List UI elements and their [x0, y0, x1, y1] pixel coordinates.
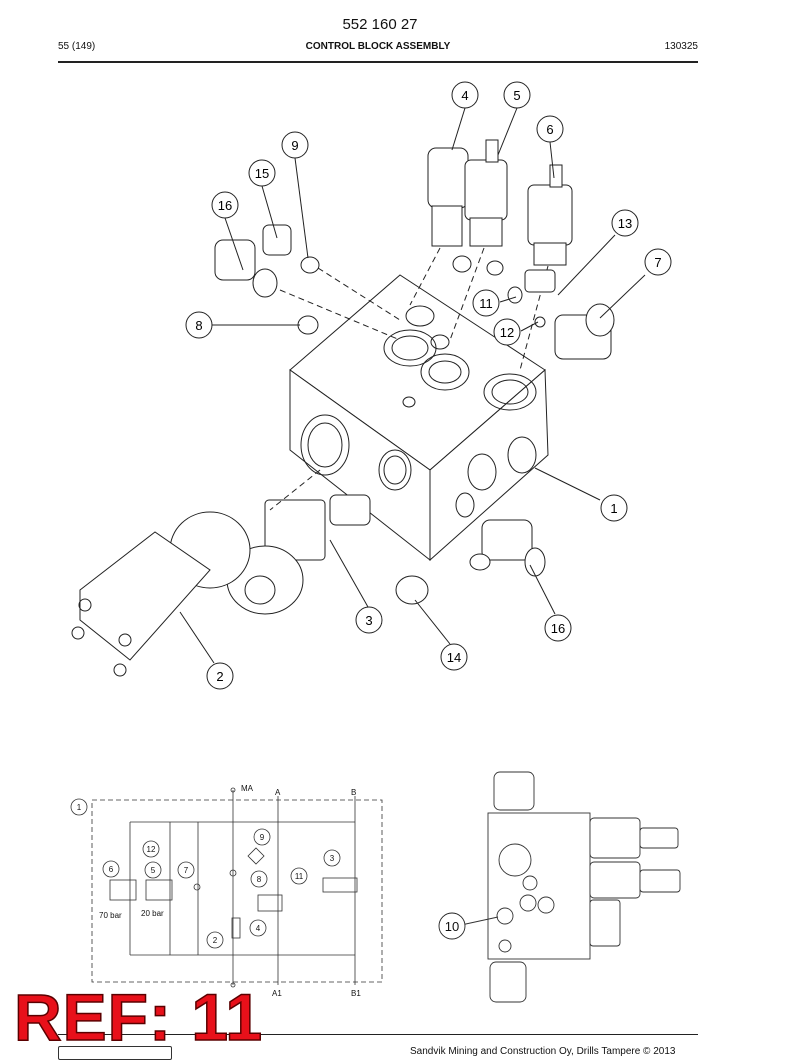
schem-label-7: 7 [184, 866, 189, 875]
schem-label-9: 9 [260, 833, 265, 842]
schem-callout-3 [323, 849, 341, 867]
schem-callout-8 [250, 870, 268, 888]
ref-stamp: REF: 11 [13, 980, 264, 1054]
svg-text:7: 7 [654, 255, 661, 270]
svg-text:15: 15 [255, 166, 269, 181]
callout-9: 9 [281, 131, 309, 159]
port-a: A [275, 788, 281, 797]
callout-5: 5 [503, 81, 531, 109]
schem-label-1: 1 [77, 803, 82, 812]
orifice-7 [193, 883, 201, 891]
date-code: 130325 [664, 41, 698, 52]
svg-text:13: 13 [618, 216, 632, 231]
svg-text:14: 14 [447, 650, 461, 665]
schem-label-2: 2 [213, 936, 218, 945]
schem-callout-7 [177, 861, 195, 879]
schem-callout-5 [144, 861, 162, 879]
left-fittings [214, 224, 401, 341]
callout-2: 2 [206, 662, 234, 690]
svg-text:9: 9 [291, 138, 298, 153]
page-title: CONTROL BLOCK ASSEMBLY [305, 41, 451, 52]
schem-label-3: 3 [330, 854, 335, 863]
schem-label-5: 5 [151, 866, 156, 875]
pressure-20bar: 20 bar [141, 909, 164, 918]
port-b: B [351, 788, 356, 797]
callout-8: 8 [185, 311, 213, 339]
svg-text:3: 3 [365, 613, 372, 628]
schem-label-4: 4 [256, 924, 261, 933]
port-m: M [201, 997, 208, 1006]
schem-label-6: 6 [109, 865, 114, 874]
footer-copyright: Sandvik Mining and Construction Oy, Dril… [410, 1046, 676, 1057]
callout-11: 11 [472, 289, 500, 317]
relief-5-symbol [145, 879, 173, 901]
schem-callout-12 [142, 840, 160, 858]
page-number: 55 (149) [58, 41, 96, 52]
callout-16-bottom: 16 [544, 614, 572, 642]
callout-15: 15 [248, 159, 276, 187]
schem-label-8: 8 [257, 875, 262, 884]
pressure-70bar: 70 bar [99, 911, 122, 920]
schem-callout-2 [206, 931, 224, 949]
svg-text:1: 1 [610, 501, 617, 516]
callout-16-top: 16 [211, 191, 239, 219]
solenoid-valve [71, 469, 371, 677]
svg-text:4: 4 [461, 88, 468, 103]
callout-10: 10 [438, 912, 466, 940]
callout-3: 3 [355, 606, 383, 634]
leader-lines [179, 107, 646, 664]
check-valve-4 [257, 894, 283, 912]
svg-text:12: 12 [500, 325, 514, 340]
callout-1: 1 [600, 494, 628, 522]
schem-label-11: 11 [295, 872, 304, 881]
right-fittings [452, 255, 615, 360]
schem-callout-9 [253, 828, 271, 846]
cartridge-valves [409, 139, 573, 371]
schem-label-12: 12 [147, 845, 156, 854]
callout-7: 7 [644, 248, 672, 276]
callout-6: 6 [536, 115, 564, 143]
svg-text:2: 2 [216, 669, 223, 684]
schem-callout-4 [249, 919, 267, 937]
svg-text:16: 16 [551, 621, 565, 636]
port-a1: A1 [272, 989, 282, 998]
svg-text:10: 10 [445, 919, 459, 934]
schem-callout-6 [102, 860, 120, 878]
callout-14: 14 [440, 643, 468, 671]
header-row: 55 (149) CONTROL BLOCK ASSEMBLY 130325 [58, 41, 698, 55]
svg-text:11: 11 [479, 296, 493, 311]
schem-callout-1 [70, 798, 88, 816]
svg-text:6: 6 [546, 122, 553, 137]
svg-text:8: 8 [195, 318, 202, 333]
callout-12: 12 [493, 318, 521, 346]
callout-13: 13 [611, 209, 639, 237]
schematic-frame [91, 799, 383, 983]
footer-divider [58, 1034, 698, 1035]
part-number: 552 160 27 [342, 16, 418, 33]
relief-6-symbol [109, 879, 137, 901]
filter-9 [247, 847, 265, 865]
svg-text:5: 5 [513, 88, 520, 103]
callout-4: 4 [451, 81, 479, 109]
control-block [289, 274, 549, 562]
plug [395, 575, 429, 605]
svg-text:16: 16 [218, 198, 232, 213]
header-divider [58, 61, 698, 63]
port-b1: B1 [351, 989, 361, 998]
side-fitting [469, 519, 546, 577]
orifice-8 [229, 869, 237, 877]
port-ma: MA [241, 784, 254, 793]
solenoid-3-symbol [322, 877, 358, 893]
schem-callout-11 [290, 867, 308, 885]
